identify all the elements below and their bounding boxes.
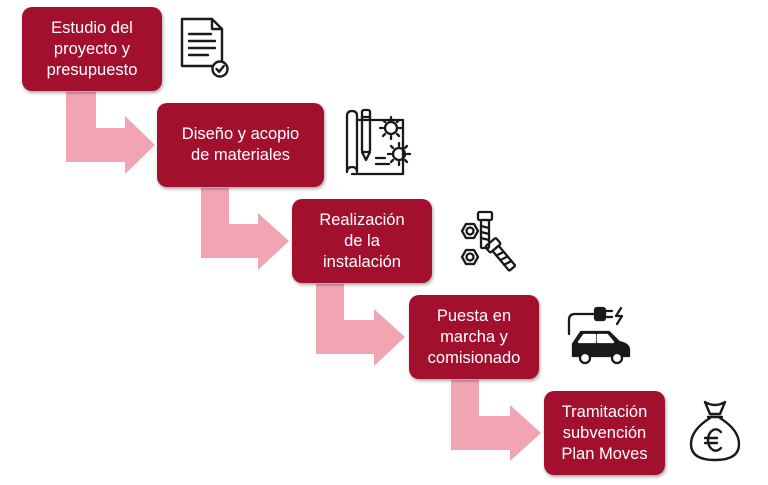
connector-arrow-4 <box>451 380 541 461</box>
step-label: Tramitación subvención Plan Moves <box>561 402 648 463</box>
step-label: Diseño y acopio de materiales <box>181 125 300 164</box>
connector-arrow-2 <box>201 188 289 270</box>
step-label: Estudio del proyecto y presupuesto <box>46 18 138 79</box>
connector-arrow-3 <box>316 284 405 366</box>
step-design-materials: Diseño y acopio de materiales <box>157 103 324 187</box>
step-label: Realización de la instalación <box>319 210 405 271</box>
step-subsidy-processing: Tramitación subvención Plan Moves <box>544 391 665 475</box>
bolts-nuts-icon <box>452 208 522 278</box>
step-installation: Realización de la instalación <box>292 199 432 283</box>
ev-charging-car-icon <box>565 304 635 368</box>
step-commissioning: Puesta en marcha y comisionado <box>409 295 539 379</box>
step-label: Puesta en marcha y comisionado <box>427 306 521 367</box>
connector-arrow-1 <box>66 92 155 174</box>
design-gears-icon <box>343 106 415 180</box>
euro-money-bag-icon <box>686 398 744 464</box>
document-check-icon <box>178 16 232 78</box>
step-study-budget: Estudio del proyecto y presupuesto <box>22 7 162 91</box>
